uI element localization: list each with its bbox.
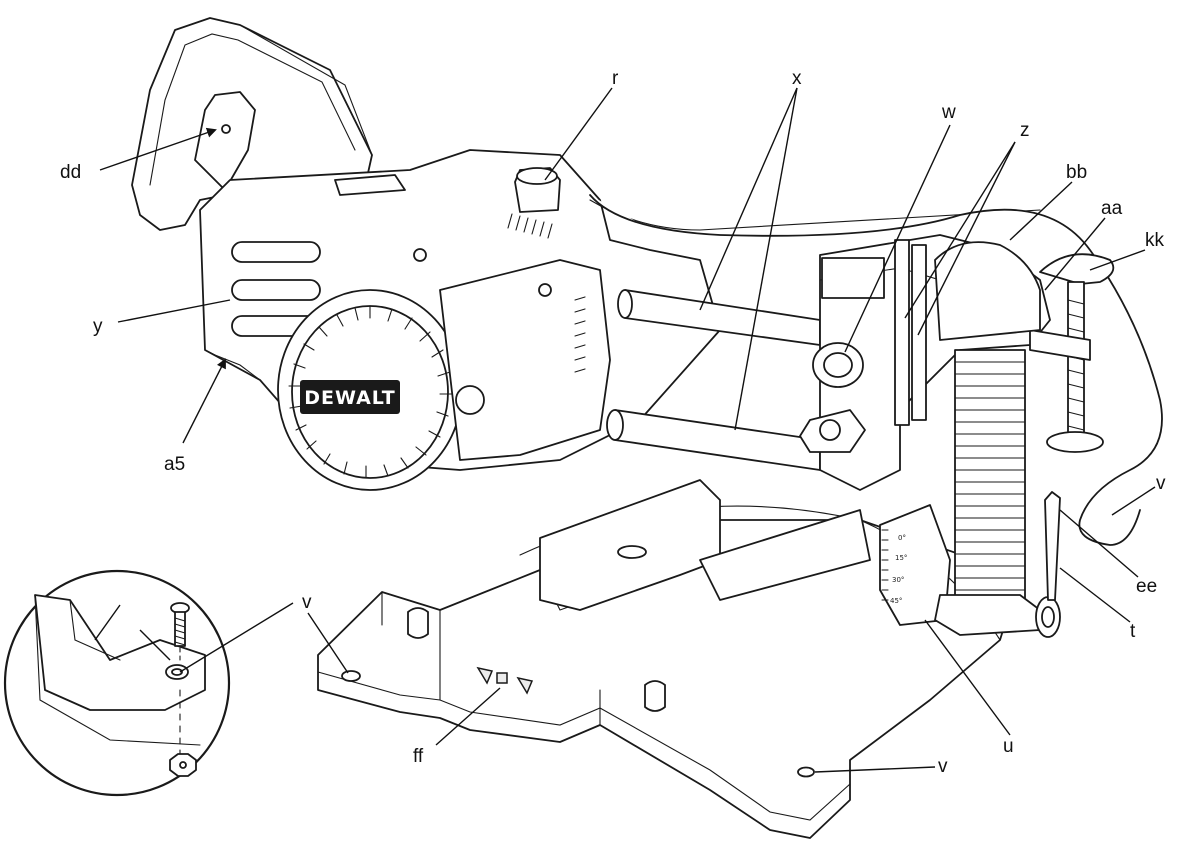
leader-v2 bbox=[307, 612, 349, 674]
label-z: z bbox=[1020, 120, 1030, 141]
leader-bb bbox=[1009, 181, 1073, 241]
label-kk: kk bbox=[1145, 230, 1165, 251]
label-bb: bb bbox=[1066, 162, 1087, 183]
label-v-top: v bbox=[1156, 473, 1166, 494]
svg-text:0°: 0° bbox=[898, 534, 906, 542]
leader-inset-1 bbox=[94, 604, 121, 641]
spring-coils bbox=[954, 361, 1026, 591]
brand-logo: DEWALT bbox=[304, 387, 395, 409]
leader-z-1 bbox=[904, 141, 1016, 319]
label-ff: ff bbox=[413, 746, 424, 767]
label-aa: aa bbox=[1101, 198, 1123, 219]
leader-ee bbox=[1059, 509, 1139, 578]
leader-u bbox=[924, 619, 1011, 736]
leader-t bbox=[1059, 567, 1131, 623]
leader-v3 bbox=[814, 766, 936, 773]
leader-a5 bbox=[182, 358, 226, 444]
label-ee: ee bbox=[1136, 576, 1157, 597]
rear-assembly: 0° 15° 30° 45° bbox=[799, 234, 1115, 638]
leader-dd bbox=[99, 127, 217, 171]
svg-text:15°: 15° bbox=[895, 554, 907, 562]
callout-labels: dd r x w z bb aa kk y a5 v ee t v u v ff bbox=[60, 68, 1166, 777]
label-u: u bbox=[1003, 736, 1014, 757]
label-dd: dd bbox=[60, 162, 81, 183]
leader-ff bbox=[435, 687, 501, 746]
leader-x-1 bbox=[699, 87, 798, 311]
label-x: x bbox=[792, 68, 802, 89]
label-r: r bbox=[612, 68, 619, 89]
label-v-base: v bbox=[938, 756, 948, 777]
inset-detail bbox=[3, 569, 231, 797]
leader-y bbox=[117, 299, 231, 323]
label-t: t bbox=[1130, 621, 1136, 642]
leader-inset-2 bbox=[139, 629, 171, 661]
leader-v1 bbox=[1111, 486, 1156, 516]
leader-v-inset bbox=[179, 602, 294, 673]
motor-cap-fins bbox=[288, 305, 453, 479]
svg-text:30°: 30° bbox=[892, 576, 904, 584]
saw-base bbox=[317, 479, 1021, 839]
leader-kk bbox=[1089, 249, 1146, 271]
label-v-inset: v bbox=[302, 592, 312, 613]
label-a5: a5 bbox=[164, 454, 185, 475]
leader-lines bbox=[94, 87, 1156, 773]
label-y: y bbox=[93, 316, 103, 337]
leader-z-2 bbox=[917, 141, 1016, 336]
slide-rails bbox=[606, 289, 821, 471]
label-w: w bbox=[941, 102, 956, 123]
svg-text:45°: 45° bbox=[890, 597, 902, 605]
leader-w bbox=[844, 124, 951, 353]
saw-illustration: DEWALT bbox=[3, 17, 1163, 839]
leader-r bbox=[544, 87, 613, 181]
leader-aa bbox=[1044, 217, 1106, 291]
leader-x-2 bbox=[734, 87, 798, 431]
